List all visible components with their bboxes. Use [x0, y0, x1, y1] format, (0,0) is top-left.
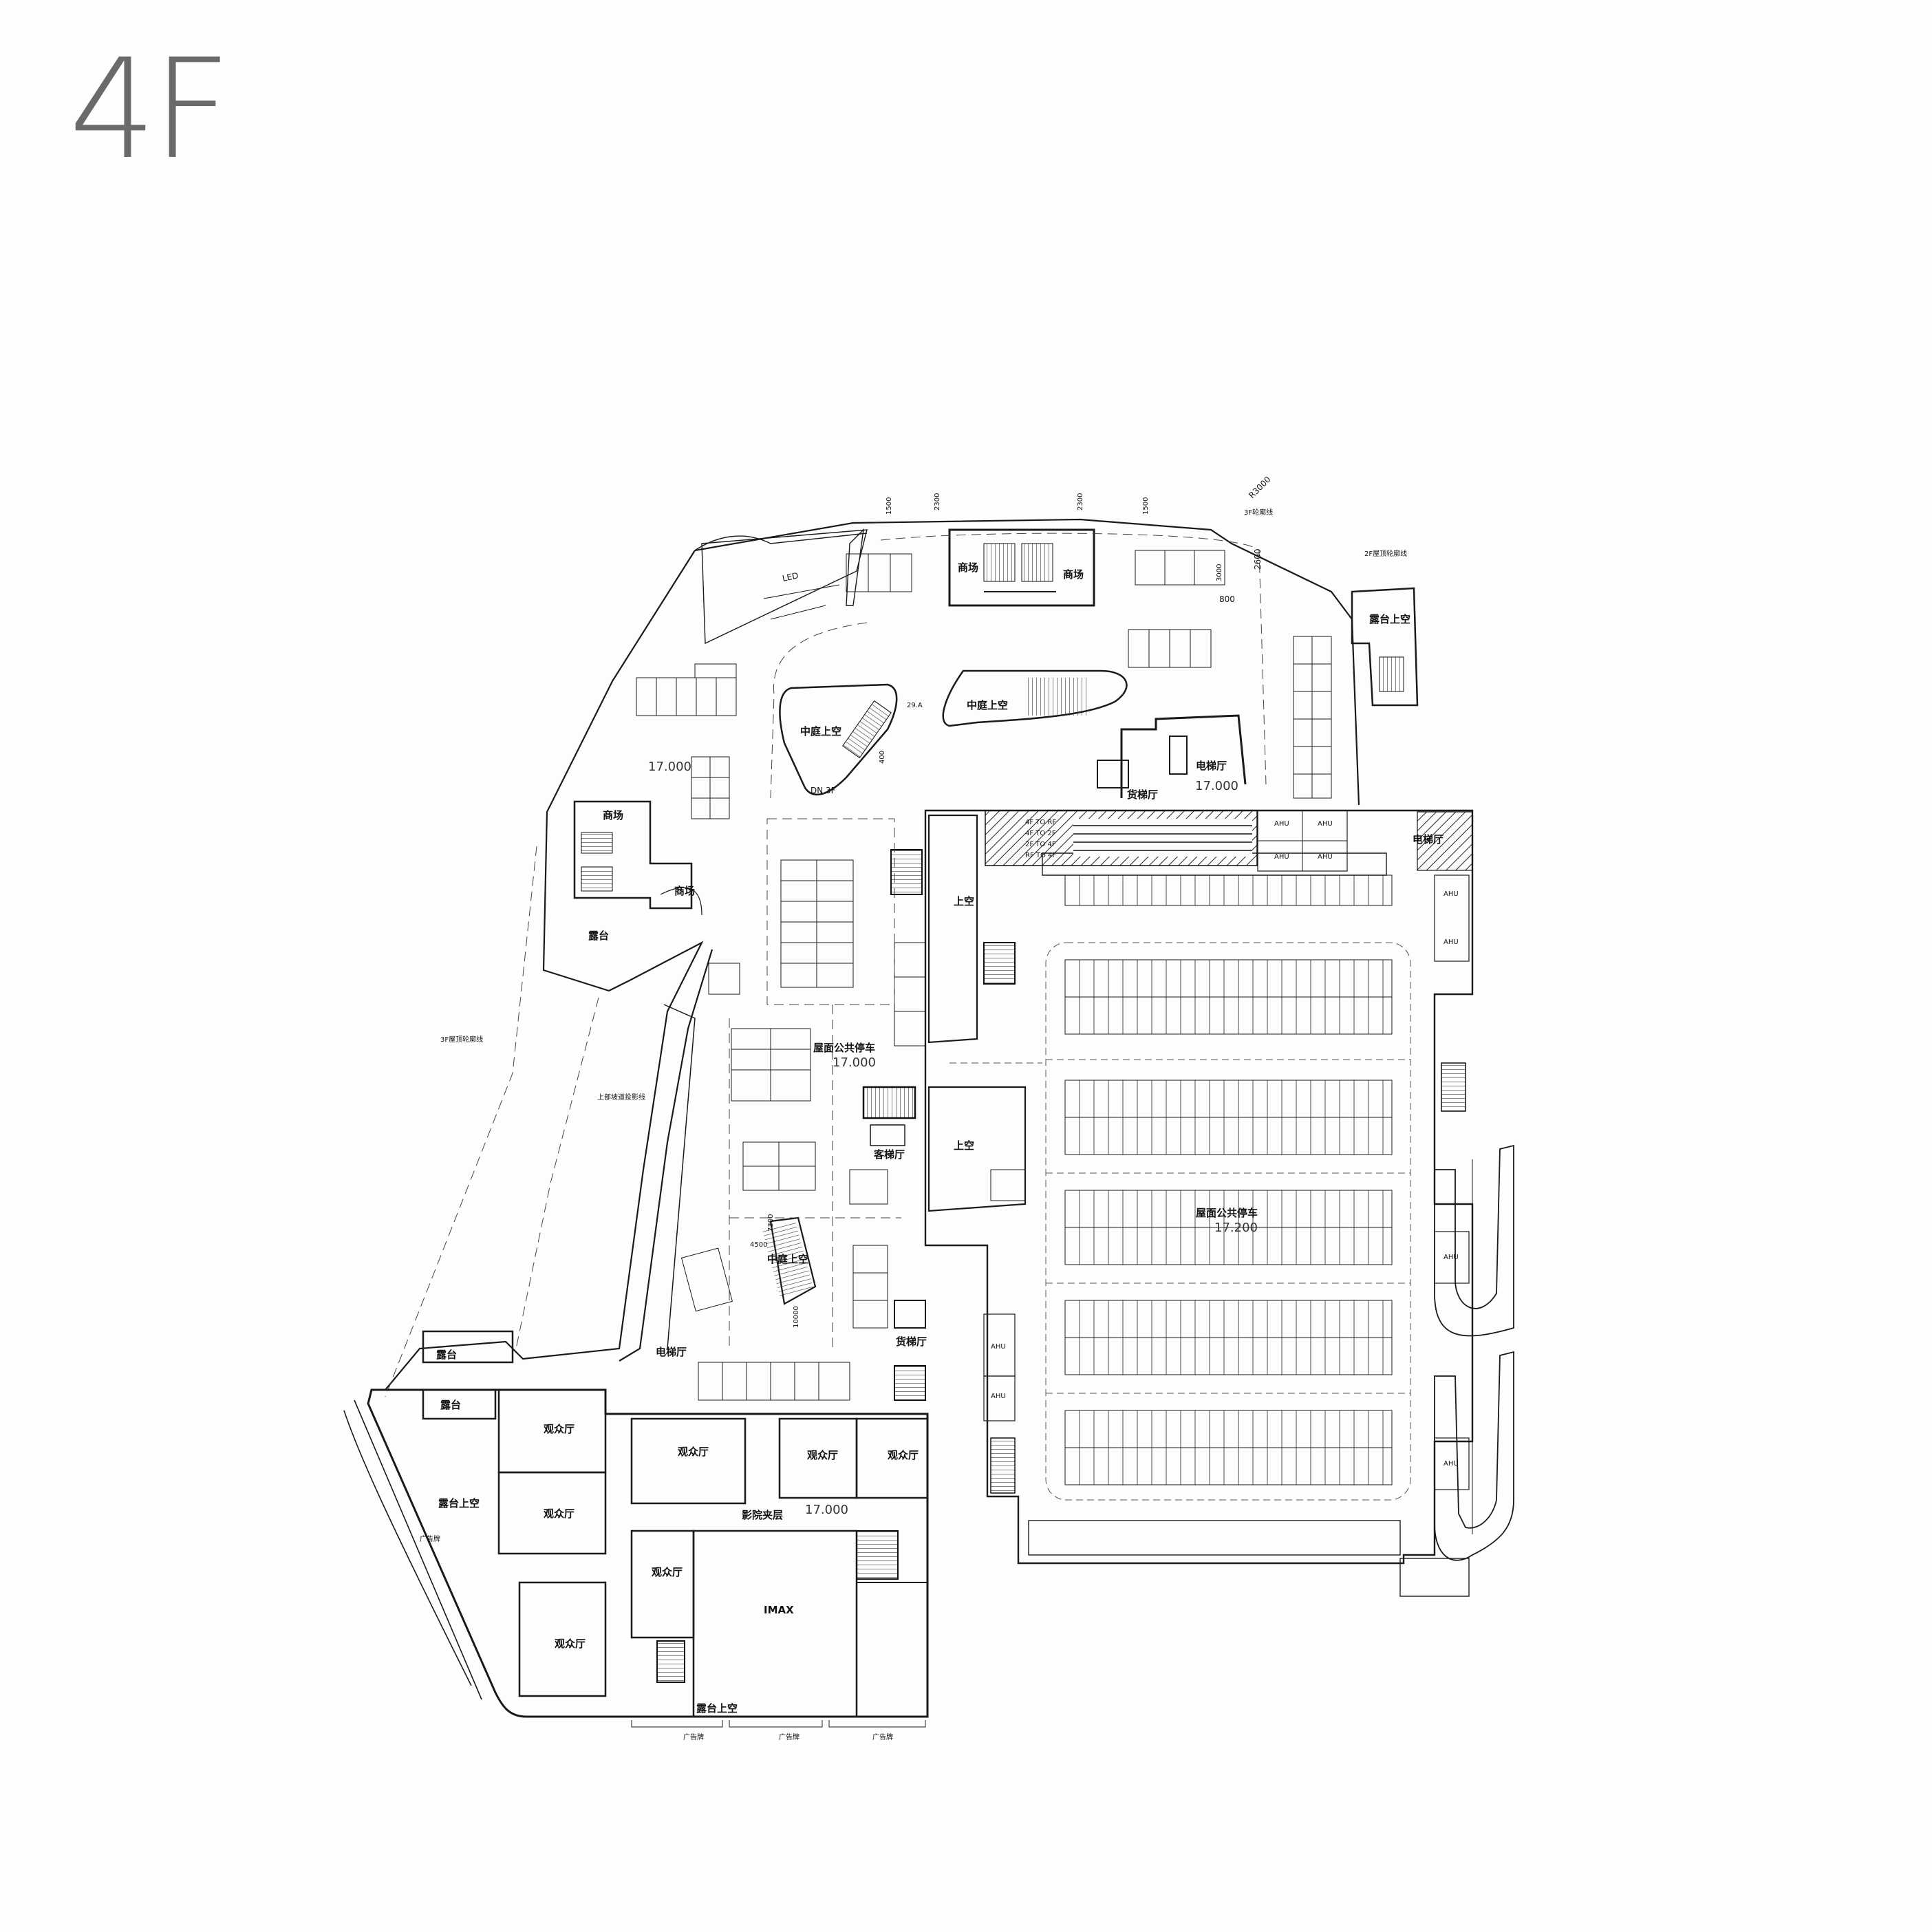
- terrace-void-label-south: 露台上空: [696, 1702, 738, 1715]
- passenger-hall-label: 客梯厅: [873, 1148, 905, 1161]
- auditorium-label-4: 观众厅: [678, 1446, 709, 1458]
- imax-label: IMAX: [764, 1604, 794, 1616]
- mall-label-north-right: 商场: [1063, 568, 1084, 581]
- ahu-label: AHU: [1443, 890, 1459, 898]
- floor-title: 4F: [69, 30, 231, 190]
- auditorium-label-5: 观众厅: [807, 1449, 838, 1461]
- billboard-label-west: 广告牌: [420, 1534, 440, 1543]
- ramp-label-rf-4f: RF TO 4F: [1025, 852, 1056, 859]
- level-17000-west: 17.000: [648, 760, 691, 774]
- roof-parking-label-2: 屋面公共停车: [1196, 1207, 1258, 1219]
- atrium-void-label-1: 中庭上空: [800, 725, 841, 738]
- west-shop-core: [573, 800, 693, 910]
- ramp-label-4f-rf: 4F TO RF: [1025, 819, 1056, 826]
- dim-400: 400: [879, 751, 886, 764]
- roof-outline-3f-label: 3F屋顶轮廓线: [440, 1035, 483, 1044]
- dimensions: 1500 2300 2300 1500 R3000 2600 3000 800 …: [750, 475, 1273, 1328]
- elevator-hall-north: [1097, 714, 1247, 798]
- cinema-block: [343, 1330, 929, 1718]
- dn-3f-label: DN 3F: [811, 786, 836, 795]
- dim-10000: 10000: [793, 1306, 800, 1328]
- dim-2600: 2600: [1253, 548, 1263, 570]
- level-17000-center: 17.000: [833, 1055, 876, 1070]
- ahu-label: AHU: [1443, 1254, 1459, 1261]
- auditorium-label-7: 观众厅: [652, 1566, 683, 1578]
- level-17000-cinema: 17.000: [805, 1503, 848, 1517]
- led-label: LED: [782, 570, 799, 583]
- central-voids: [663, 814, 1466, 1494]
- parking-stalls: [949, 874, 1411, 1501]
- atrium-voids: [779, 669, 1128, 796]
- atrium-void-label-3: 中庭上空: [767, 1253, 808, 1265]
- dim-1500-b: 1500: [1142, 497, 1150, 515]
- level-17200: 17.200: [1214, 1221, 1258, 1235]
- elevator-hall-label-north: 电梯厅: [1196, 760, 1227, 772]
- ahu-label: AHU: [1274, 853, 1289, 861]
- ahu-label: AHU: [1318, 820, 1333, 828]
- dim-4500: 4500: [750, 1241, 767, 1249]
- dim-800: 800: [1219, 594, 1235, 604]
- ahu-label: AHU: [1443, 938, 1459, 946]
- dim-2300-b: 2300: [1077, 493, 1084, 511]
- billboard-label-2: 广告牌: [779, 1732, 799, 1741]
- ahu-label: AHU: [991, 1393, 1006, 1400]
- dim-29a: 29.A: [907, 702, 923, 709]
- central-stalls: [680, 859, 1026, 1401]
- cargo-hall-label-north: 货梯厅: [1127, 788, 1158, 801]
- level-17000-north: 17.000: [1195, 779, 1238, 793]
- northeast-terrace-core: [1351, 587, 1419, 707]
- mall-label-west-2: 商场: [674, 885, 695, 897]
- terrace-label-cinema-2: 露台: [440, 1399, 461, 1411]
- roof-outline-2f-label: 2F屋顶轮廓线: [1364, 549, 1407, 558]
- auditorium-label-6: 观众厅: [888, 1449, 919, 1461]
- north-lot-stalls: [636, 629, 1332, 819]
- elevator-hall-label-south: 电梯厅: [656, 1346, 687, 1358]
- roof-outline-3f-short-label: 3F轮廓线: [1244, 508, 1273, 517]
- dim-7300: 7300: [767, 1214, 775, 1232]
- mall-label-north-left: 商场: [958, 561, 978, 574]
- ramp-hatch: 4F TO RF 4F TO 2F 2F TO 4F RF TO 4F: [985, 810, 1473, 872]
- building-outline: [385, 518, 1360, 1391]
- terrace-void-label-ne: 露台上空: [1369, 613, 1410, 625]
- dim-2300-a: 2300: [934, 493, 941, 511]
- cargo-hall-label-south: 货梯厅: [896, 1335, 927, 1348]
- ahu-label: AHU: [1318, 853, 1333, 861]
- elevator-hall-label-east: 电梯厅: [1413, 833, 1443, 846]
- dim-3000: 3000: [1216, 564, 1223, 581]
- ramp-label-2f-4f: 2F TO 4F: [1025, 841, 1056, 848]
- ahu-label: AHU: [1443, 1460, 1459, 1468]
- ahu-rooms: AHU AHU AHU AHU AHU AHU AHU AHU AHU AHU: [983, 820, 1470, 1490]
- terrace-void-label-west: 露台上空: [438, 1497, 480, 1510]
- ahu-label: AHU: [991, 1343, 1006, 1351]
- terrace-label-cinema-1: 露台: [436, 1349, 457, 1361]
- dim-r3000: R3000: [1247, 475, 1272, 500]
- void-label-2: 上空: [954, 1139, 974, 1152]
- void-label-1: 上空: [954, 895, 974, 908]
- auditorium-label-1: 观众厅: [544, 1423, 575, 1435]
- ramp-label-4f-2f: 4F TO 2F: [1025, 830, 1056, 837]
- upper-ramp-projection-label: 上部坡道投影线: [597, 1093, 645, 1102]
- billboard-label-3: 广告牌: [872, 1732, 893, 1741]
- billboard-brackets: [631, 1720, 926, 1728]
- cinema-mezzanine-label: 影院夹层: [742, 1509, 783, 1521]
- billboard-label-1: 广告牌: [683, 1732, 704, 1741]
- auditorium-label-3: 观众厅: [555, 1638, 586, 1650]
- terrace-label-west: 露台: [588, 930, 609, 942]
- atrium-void-label-2: 中庭上空: [967, 699, 1008, 711]
- dashed-outlines: [385, 533, 1267, 1397]
- dim-1500-a: 1500: [886, 497, 893, 515]
- north-core: [846, 528, 1225, 607]
- ahu-label: AHU: [1274, 820, 1289, 828]
- mall-label-west: 商场: [603, 809, 623, 822]
- roof-parking-label-1: 屋面公共停车: [813, 1042, 875, 1054]
- auditorium-label-2: 观众厅: [544, 1507, 575, 1520]
